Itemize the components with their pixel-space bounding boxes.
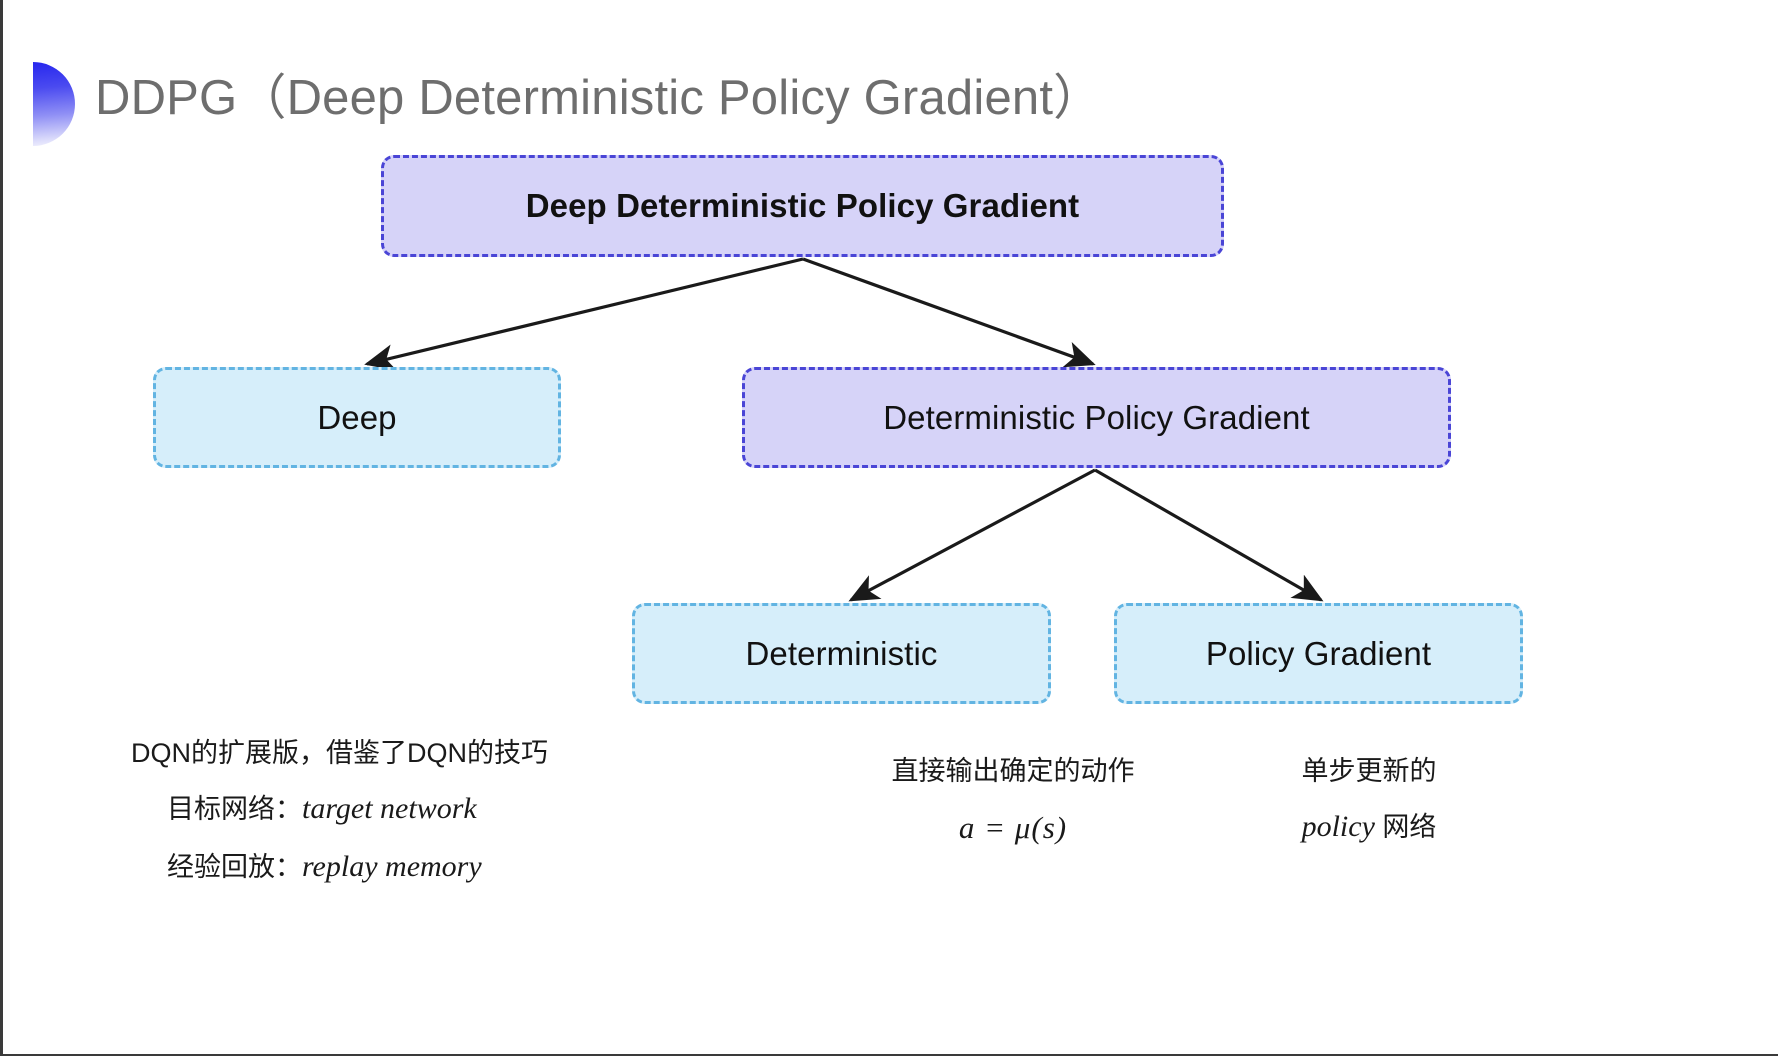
node-deterministic-policy-gradient[interactable]: Deterministic Policy Gradient <box>742 367 1451 468</box>
edge-dpg-to-pg <box>1094 468 1324 602</box>
caption-left-line-3: 经验回放：replay memory <box>131 838 548 897</box>
caption-mid-line-1: 直接输出确定的动作 <box>891 756 1135 786</box>
node-deep-deterministic-policy-gradient[interactable]: Deep Deterministic Policy Gradient <box>381 155 1224 257</box>
caption-deterministic-details: 直接输出确定的动作 a = μ(s) <box>743 745 1283 858</box>
caption-left-line-2-label: 目标网络： <box>167 793 302 824</box>
node-deep[interactable]: Deep <box>153 367 561 468</box>
edge-dpg-to-det <box>848 468 1096 602</box>
caption-left-line-1: DQN的扩展版，借鉴了DQN的技巧 <box>131 738 548 768</box>
page-title: DDPG（Deep Deterministic Policy Gradient） <box>95 71 1103 125</box>
caption-right-line-2-term: policy <box>1301 809 1375 843</box>
caption-right-line-2: policy 网络 <box>1188 798 1550 857</box>
caption-left-line-2: 目标网络：target network <box>131 780 548 839</box>
caption-policy-gradient-details: 单步更新的 policy 网络 <box>1188 745 1550 856</box>
node-policy-gradient[interactable]: Policy Gradient <box>1114 603 1523 704</box>
edge-root-to-deep <box>364 257 804 371</box>
title-bullet-decoration-icon <box>33 62 75 146</box>
caption-right-line-1: 单步更新的 <box>1301 756 1437 786</box>
caption-left-line-3-term: replay memory <box>302 850 482 884</box>
caption-right-line-2-suffix: 网络 <box>1374 811 1437 842</box>
caption-left-line-2-term: target network <box>302 791 477 825</box>
caption-deep-details: DQN的扩展版，借鉴了DQN的技巧 目标网络：target network 经验… <box>131 727 548 897</box>
caption-mid-formula: a = μ(s) <box>958 809 1068 845</box>
caption-left-line-3-label: 经验回放： <box>167 852 302 883</box>
node-deterministic[interactable]: Deterministic <box>632 603 1051 704</box>
edge-root-to-dpg <box>802 257 1096 368</box>
